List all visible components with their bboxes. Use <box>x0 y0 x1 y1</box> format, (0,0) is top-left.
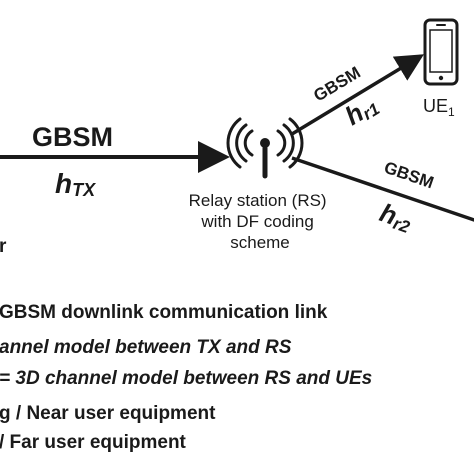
legend-line-4: g / Near user equipment <box>0 403 216 424</box>
antenna-tower-icon <box>226 117 304 179</box>
tx-channel-symbol: hTX <box>55 168 96 200</box>
relay-caption-line-2: with DF coding <box>200 212 313 231</box>
relay-caption-line-1: Relay station (RS) <box>189 191 327 210</box>
ue1-link-label: GBSM <box>310 63 364 106</box>
legend-line-1: GBSM downlink communication link <box>0 302 328 323</box>
ue2-channel-symbol: hr2 <box>376 197 417 237</box>
ue1-label: UE1 <box>423 96 455 119</box>
rs-to-ue2-arrow <box>291 156 474 222</box>
legend-line-5: / Far user equipment <box>0 432 186 453</box>
smartphone-icon <box>423 18 459 86</box>
tx-link-label: GBSM <box>32 122 113 152</box>
legend-line-3: = 3D channel model between RS and UEs <box>0 368 373 389</box>
rs-to-ue1-arrow <box>291 54 424 136</box>
ue2-link-label: GBSM <box>382 158 436 193</box>
relay-caption-line-3: scheme <box>230 233 290 252</box>
legend-line-2: annel model between TX and RS <box>0 337 292 358</box>
relay-caption: Relay station (RS) with DF coding scheme <box>189 191 332 252</box>
ue1-channel-symbol: hr1 <box>340 89 383 132</box>
left-edge-fragment: r <box>0 236 7 257</box>
